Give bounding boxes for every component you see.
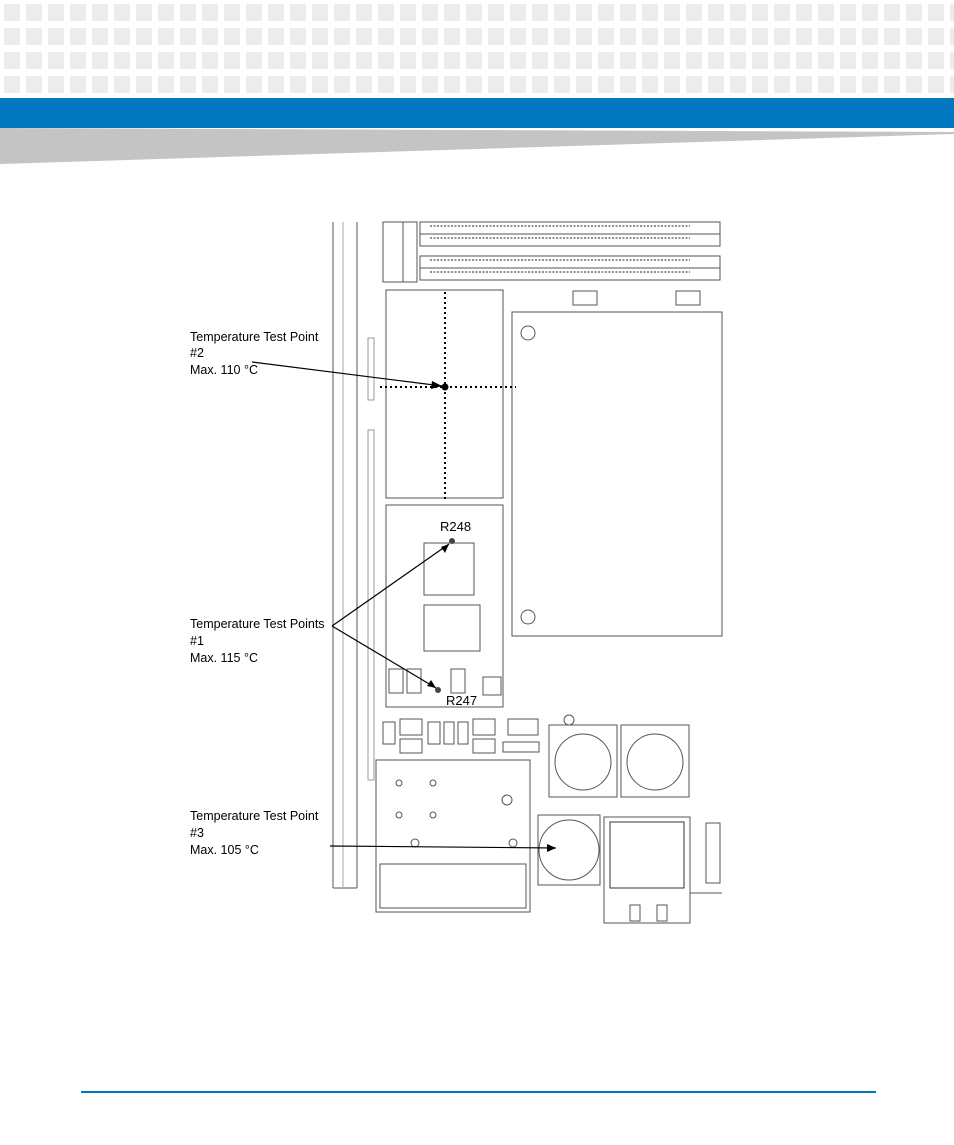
callout-arrows <box>251 361 557 849</box>
processor-block <box>511 311 723 637</box>
crosshair-test-point-2 <box>380 292 516 500</box>
label-r248: R248 <box>440 519 471 534</box>
header-square-pattern <box>0 0 954 96</box>
callout-test-point-3: Temperature Test Point #3 Max. 105 °C <box>190 809 322 857</box>
small-components <box>382 718 540 754</box>
footer-rule <box>81 1091 876 1093</box>
r247-marker <box>435 687 441 693</box>
header-gray-swoosh <box>0 128 954 164</box>
bottom-connector <box>375 759 531 913</box>
label-r247: R247 <box>446 693 477 708</box>
header-blue-band <box>0 98 954 128</box>
r248-marker <box>449 538 455 544</box>
power-components-block <box>385 504 504 708</box>
arrow-heads <box>427 381 556 852</box>
round-capacitors <box>537 714 690 886</box>
memory-connectors <box>382 221 721 306</box>
callout-test-point-2: Temperature Test Point #2 Max. 110 °C <box>190 330 322 377</box>
bga-socket <box>603 816 722 924</box>
board-edge-rail <box>332 222 375 889</box>
callout-test-points-1: Temperature Test Points #1 Max. 115 °C <box>190 617 328 665</box>
test-point-2-marker <box>441 383 449 391</box>
